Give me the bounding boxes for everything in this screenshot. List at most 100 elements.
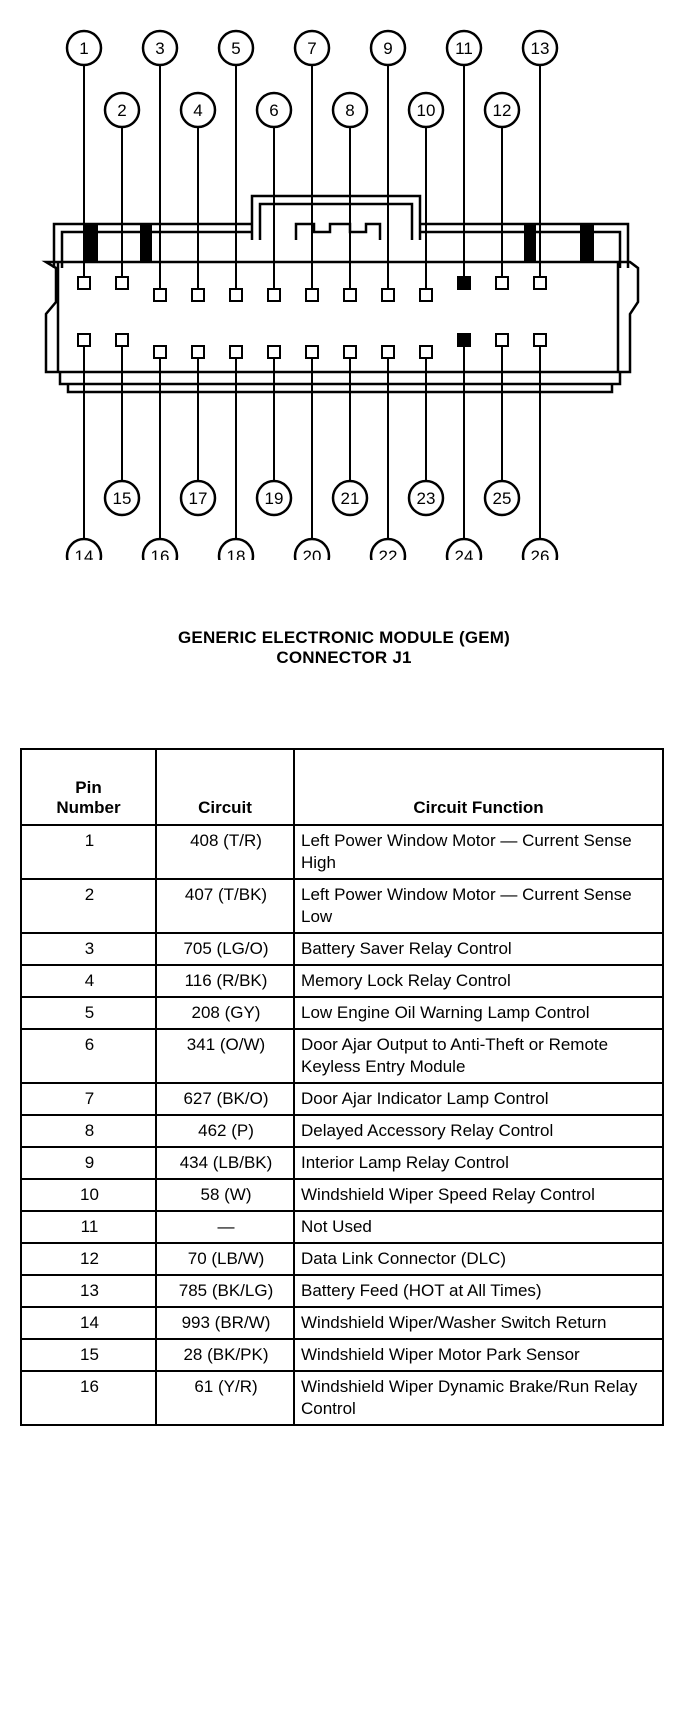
circuit-function-cell: Memory Lock Relay Control [293,964,664,998]
callout-circle-24 [445,537,483,560]
callout-circle-11 [445,29,483,67]
circuit-function-cell: Door Ajar Output to Anti-Theft or Remote… [293,1028,664,1084]
connector-body [41,194,640,394]
callout-circle-4 [179,91,217,129]
circuit-function-cell: Delayed Accessory Relay Control [293,1114,664,1148]
pin-socket-7 [305,288,319,302]
callout-number-13: 13 [531,39,550,58]
circuit-cell: 58 (W) [155,1178,295,1212]
pin-number-cell: 3 [20,932,157,966]
pin-socket-23 [419,345,433,359]
callout-circle-18 [217,537,255,560]
callout-circle-15 [103,479,141,517]
pin-number-cell: 13 [20,1274,157,1308]
pin-number-cell: 8 [20,1114,157,1148]
circuit-cell: 61 (Y/R) [155,1370,295,1426]
callout-number-25: 25 [493,489,512,508]
circuit-cell: 434 (LB/BK) [155,1146,295,1180]
circuit-function-cell: Not Used [293,1210,664,1244]
callout-number-3: 3 [155,39,164,58]
callout-circle-23 [407,479,445,517]
callout-number-21: 21 [341,489,360,508]
callout-circle-10 [407,91,445,129]
pin-number-cell: 14 [20,1306,157,1340]
pin-socket-18 [229,345,243,359]
pin-socket-19 [267,345,281,359]
circuit-function-cell: Left Power Window Motor — Current Sense … [293,824,664,880]
circuit-function-cell: Low Engine Oil Warning Lamp Control [293,996,664,1030]
header-circuit-function: Circuit Function [293,748,664,826]
table-row: 11—Not Used [20,1210,664,1244]
circuit-cell: 407 (T/BK) [155,878,295,934]
circuit-function-cell: Data Link Connector (DLC) [293,1242,664,1276]
circuit-cell: 341 (O/W) [155,1028,295,1084]
pin-number-cell: 12 [20,1242,157,1276]
callout-circle-2 [103,91,141,129]
pin-socket-3 [153,288,167,302]
circuit-cell: 28 (BK/PK) [155,1338,295,1372]
pin-socket-16 [153,345,167,359]
pin-socket-13 [533,276,547,290]
pin-socket-10 [419,288,433,302]
callout-number-5: 5 [231,39,240,58]
circuit-function-cell: Left Power Window Motor — Current Sense … [293,878,664,934]
pin-number-cell: 5 [20,996,157,1030]
pin-socket-8 [343,288,357,302]
circuit-cell: 627 (BK/O) [155,1082,295,1116]
callout-circle-19 [255,479,293,517]
callout-circle-21 [331,479,369,517]
pin-socket-17 [191,345,205,359]
pin-number-cell: 11 [20,1210,157,1244]
pin-socket-9 [381,288,395,302]
callout-number-10: 10 [417,101,436,120]
callout-number-22: 22 [379,547,398,560]
pin-number-cell: 4 [20,964,157,998]
callout-number-8: 8 [345,101,354,120]
callout-circle-12 [483,91,521,129]
pin-number-cell: 10 [20,1178,157,1212]
circuit-function-cell: Battery Feed (HOT at All Times) [293,1274,664,1308]
pin-number-cell: 7 [20,1082,157,1116]
circuit-cell: 116 (R/BK) [155,964,295,998]
diagram-subtitle: CONNECTOR J1 [276,648,412,667]
pin-socket-21 [343,345,357,359]
pin-socket-22 [381,345,395,359]
callout-number-20: 20 [303,547,322,560]
callout-circle-6 [255,91,293,129]
table-header-row: Pin Number Circuit Circuit Function [20,748,664,826]
header-pin-line2: Number [56,798,121,817]
callout-circle-3 [141,29,179,67]
pin-number-cell: 16 [20,1370,157,1426]
callout-number-16: 16 [151,547,170,560]
pin-socket-20 [305,345,319,359]
callout-number-11: 11 [455,39,473,58]
pin-socket-6 [267,288,281,302]
pin-socket-5 [229,288,243,302]
pin-socket-15 [115,333,129,347]
callout-number-9: 9 [383,39,392,58]
pin-socket-12 [495,276,509,290]
circuit-cell: 408 (T/R) [155,824,295,880]
callout-circle-20 [293,537,331,560]
callout-circle-16 [141,537,179,560]
callout-circle-1 [65,29,103,67]
circuit-function-cell: Windshield Wiper/Washer Switch Return [293,1306,664,1340]
pin-socket-26 [533,333,547,347]
callout-number-19: 19 [265,489,284,508]
callout-circle-8 [331,91,369,129]
pin-socket-24 [457,333,471,347]
callout-number-24: 24 [455,547,474,560]
circuit-cell: 208 (GY) [155,996,295,1030]
callout-number-2: 2 [117,101,126,120]
circuit-function-cell: Windshield Wiper Motor Park Sensor [293,1338,664,1372]
pin-socket-14 [77,333,91,347]
circuit-cell: 993 (BR/W) [155,1306,295,1340]
